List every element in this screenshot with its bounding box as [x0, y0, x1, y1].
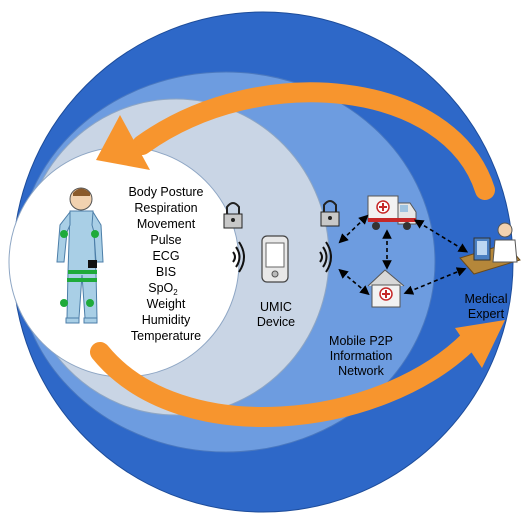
measurement-label: Pulse — [150, 233, 181, 247]
wireless-signal-icon — [232, 241, 245, 273]
measurement-label: Respiration — [134, 201, 197, 215]
patient-figure-icon — [56, 187, 104, 324]
measurement-label: Weight — [147, 297, 186, 311]
spo2-text: SpO — [148, 281, 173, 295]
link-hospital-expert — [403, 267, 467, 295]
measurement-list: Body Posture Respiration Movement Pulse … — [128, 185, 203, 343]
umic-label: UMIC — [260, 300, 292, 314]
measurement-label: Temperature — [131, 329, 201, 343]
measurement-label: SpO2 — [148, 281, 178, 297]
link-signal-hospital — [338, 268, 370, 296]
patient-zone — [8, 146, 240, 378]
network-label: Information — [330, 349, 393, 363]
measurement-label: Body Posture — [128, 185, 203, 199]
spo2-subscript: 2 — [173, 288, 178, 297]
measurement-label: Humidity — [142, 313, 191, 327]
link-signal-ambulance — [338, 214, 369, 244]
expert-label: Medical — [464, 292, 507, 306]
mobile-device-icon — [261, 235, 289, 283]
link-ambulance-expert — [413, 219, 469, 253]
data-flow-arrow — [90, 320, 505, 428]
network-links — [338, 214, 469, 296]
lock-icon — [223, 202, 243, 229]
wireless-signal-icon — [319, 241, 332, 273]
lock-icon — [320, 200, 340, 227]
measurement-label: ECG — [152, 249, 179, 263]
network-label: Network — [338, 364, 385, 378]
umic-label: Device — [257, 315, 295, 329]
measurement-label: BIS — [156, 265, 176, 279]
expert-label: Expert — [468, 307, 505, 321]
network-label: Mobile P2P — [329, 334, 393, 348]
ambulance-icon — [367, 195, 417, 230]
feedback-arrow — [96, 82, 495, 200]
doctor-at-computer-icon — [459, 222, 521, 275]
measurement-label: Movement — [137, 217, 196, 231]
hospital-icon — [367, 269, 405, 308]
